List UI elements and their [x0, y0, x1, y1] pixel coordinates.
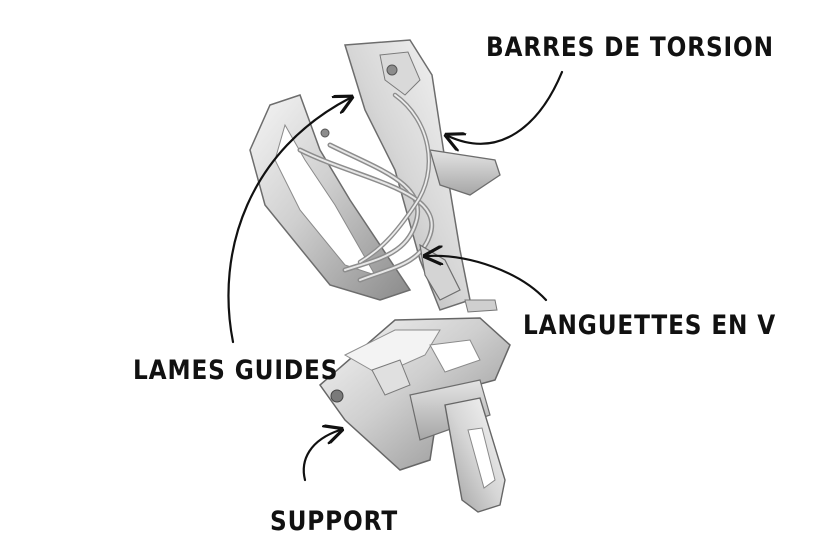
guide-blade-left [249, 94, 412, 301]
label-guide-blades: LAMES GUIDES [133, 355, 339, 386]
torsion-bars [297, 92, 435, 283]
label-v-tabs: LANGUETTES EN V [523, 310, 777, 341]
arrow-torsion-bars [448, 70, 564, 144]
bottom-strap [444, 397, 506, 513]
support-bracket [318, 317, 511, 471]
label-support: SUPPORT [270, 506, 399, 537]
arrow-guide-blades-upper [227, 98, 350, 344]
label-torsion-bars: BARRES DE TORSION [486, 32, 774, 63]
pointer-arrows [227, 70, 564, 482]
arrow-support [302, 430, 340, 482]
upper-tab [429, 149, 501, 196]
arrow-v-tabs [427, 256, 548, 302]
